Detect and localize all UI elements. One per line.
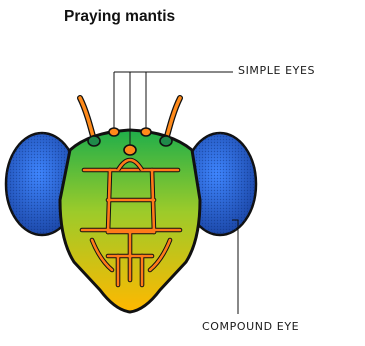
head bbox=[60, 130, 200, 312]
compound-eye-label: COMPOUND EYE bbox=[202, 320, 299, 333]
simple-eyes-label: SIMPLE EYES bbox=[238, 64, 315, 77]
compound-eye-leader-line bbox=[232, 220, 238, 314]
